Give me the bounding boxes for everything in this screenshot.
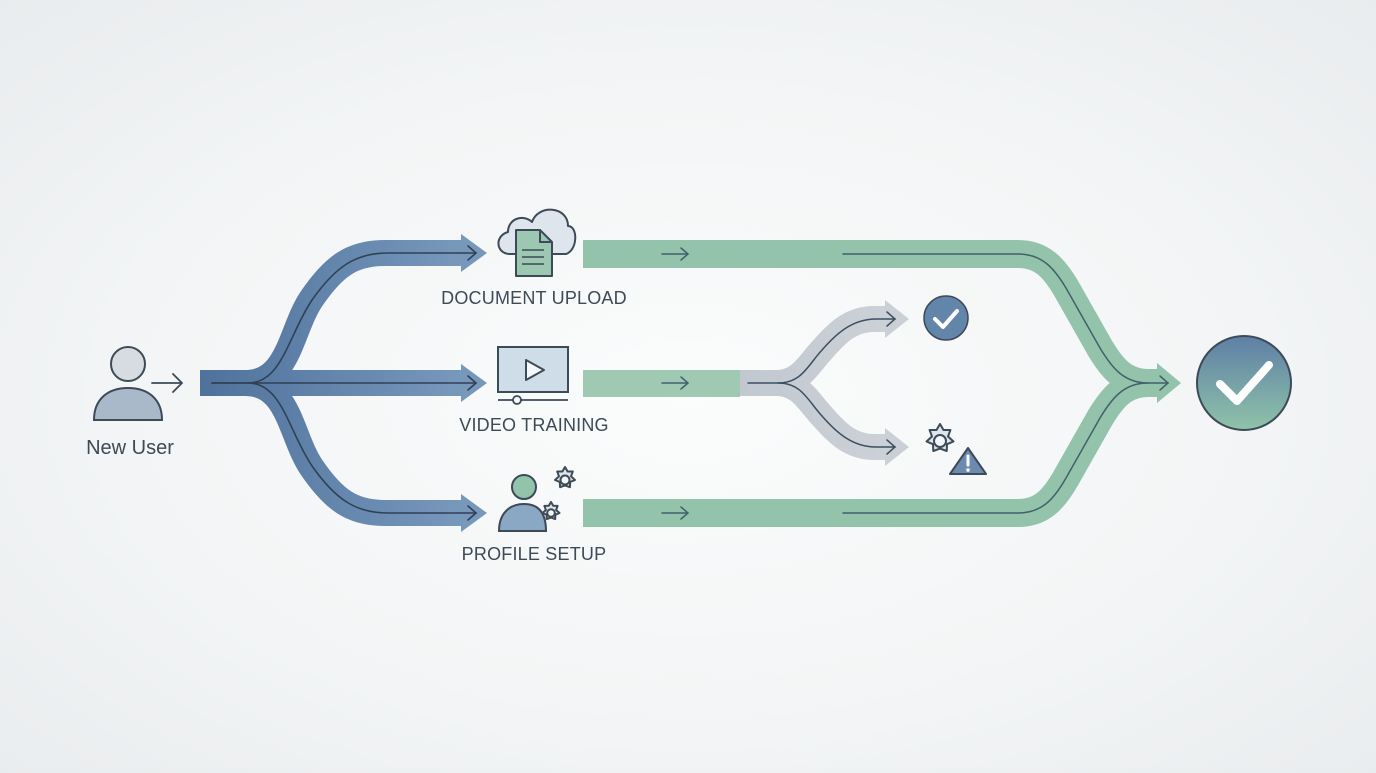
arrowhead-success [885, 300, 909, 338]
branch-path-bottom [200, 370, 462, 526]
gear-warning-icon [925, 423, 987, 475]
outcome-path-warning [740, 370, 887, 460]
start-arrow-icon [151, 373, 184, 393]
branch-path-top [200, 240, 462, 396]
user-settings-icon [497, 466, 576, 532]
step-label-document-upload: DOCUMENT UPLOAD [441, 288, 627, 308]
cloud-document-icon [497, 208, 577, 277]
step-label-video-training: VIDEO TRAINING [459, 415, 609, 435]
check-circle-icon [923, 295, 969, 341]
outcome-split [740, 300, 909, 466]
branch-paths [200, 234, 487, 532]
large-check-circle-icon [1196, 335, 1292, 431]
merge-paths [583, 240, 1181, 527]
video-player-icon [497, 346, 569, 405]
user-icon [92, 346, 164, 421]
step-label-profile-setup: PROFILE SETUP [461, 544, 607, 564]
start-label: New User [86, 437, 174, 459]
arrowhead-warning [885, 428, 909, 466]
